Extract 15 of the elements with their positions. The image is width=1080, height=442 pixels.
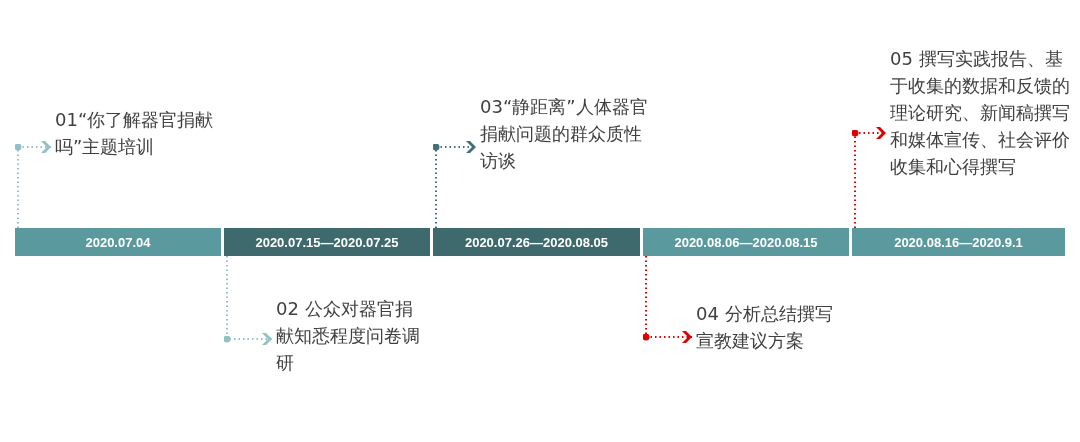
timeline-segment: 2020.07.04 (15, 228, 221, 256)
step-text: 01“你了解器官捐献吗”主题培训 (55, 106, 227, 160)
leader-line (433, 141, 477, 229)
leader-line (15, 141, 52, 229)
step-text: 04 分析总结撰写宣教建议方案 (696, 300, 846, 354)
step-text: 05 撰写实践报告、基于收集的数据和反馈的理论研究、新闻稿撰写和媒体宣传、社会评价收集和心得撰写 (890, 45, 1075, 180)
leader-line (224, 255, 273, 345)
timeline-segment: 2020.08.06—2020.08.15 (643, 228, 849, 256)
timeline-segment: 2020.07.26—2020.08.05 (433, 228, 640, 256)
timeline-segment: 2020.08.16—2020.9.1 (852, 228, 1065, 256)
timeline-segment: 2020.07.15—2020.07.25 (224, 228, 430, 256)
leader-line (852, 127, 887, 229)
step-text: 02 公众对器官捐献知悉程度问卷调研 (276, 295, 426, 376)
leader-line (643, 255, 693, 343)
step-text: 03“静距离”人体器官捐献问题的群众质性访谈 (480, 93, 652, 174)
